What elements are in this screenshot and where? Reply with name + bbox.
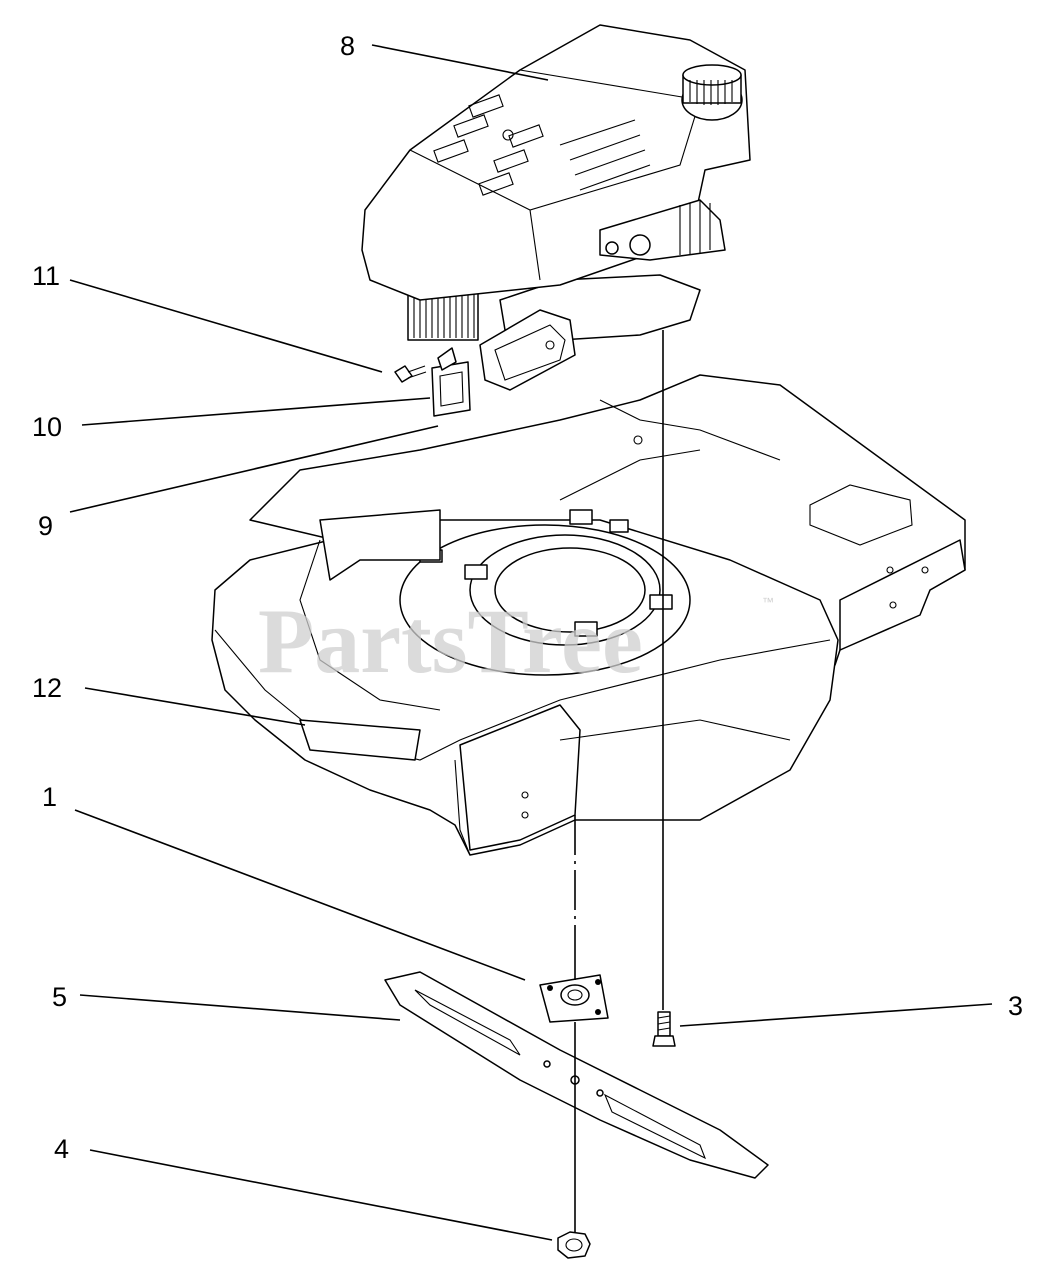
assembly-centerlines — [574, 330, 664, 1232]
blade-icon — [384, 971, 769, 1179]
callout-4: 4 — [54, 1134, 69, 1164]
callout-1: 1 — [42, 782, 57, 812]
bracket-icon — [437, 347, 457, 371]
mower-deck-icon — [211, 374, 966, 856]
leader-lines — [69, 44, 993, 1241]
screw-icon — [394, 365, 427, 383]
nut-icon — [557, 1231, 591, 1259]
callout-10: 10 — [32, 412, 62, 442]
callout-11: 11 — [32, 261, 60, 291]
callout-12: 12 — [32, 673, 62, 703]
callout-5: 5 — [52, 982, 67, 1012]
callout-numbers: 8 11 10 9 12 1 5 3 4 — [32, 31, 1023, 1164]
blade-adapter-icon — [539, 974, 609, 1023]
decal-icon — [431, 361, 471, 417]
callout-9: 9 — [38, 511, 53, 541]
watermark-trademark: ™ — [762, 595, 774, 609]
engine-icon — [361, 24, 751, 391]
callout-8: 8 — [340, 31, 355, 61]
bolt-icon — [652, 1011, 676, 1047]
watermark-text: PartsTree — [258, 590, 643, 692]
callout-3: 3 — [1008, 991, 1023, 1021]
